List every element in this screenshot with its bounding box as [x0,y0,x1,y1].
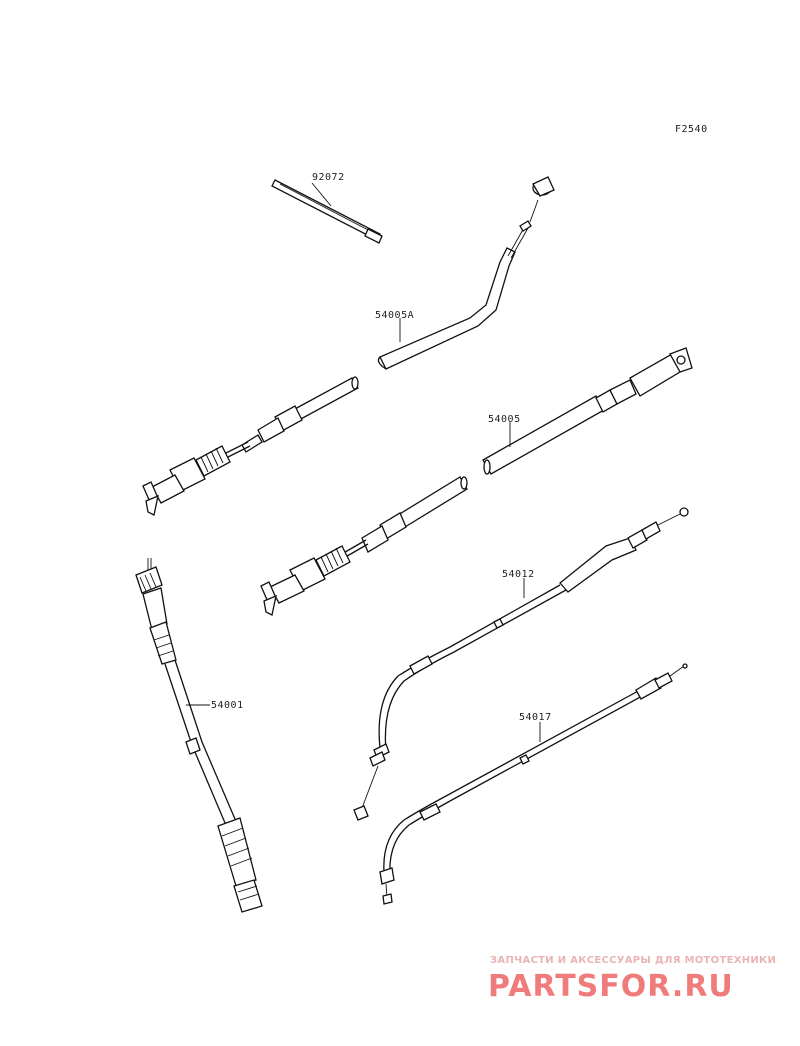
callout-54005A: 54005A [375,310,414,321]
callout-54017: 54017 [519,712,552,723]
cable-54017 [379,663,688,905]
cable-54005 [482,347,693,475]
callout-leader-92072 [311,182,332,207]
figure-code: F2540 [675,124,708,135]
callout-54012: 54012 [502,569,535,580]
cable-54005A [377,176,555,370]
cable-assembly-center [260,476,468,616]
callout-92072: 92072 [312,172,345,183]
watermark-tagline: ЗАПЧАСТИ И АКСЕССУАРЫ ДЛЯ МОТОТЕХНИКИ [490,955,776,966]
callout-54001: 54001 [211,700,244,711]
cable-assembly-left [142,376,359,516]
cable-54012 [353,507,689,821]
watermark-logo: PARTSFOR.RU [488,969,734,1004]
callout-54005: 54005 [488,414,521,425]
cable-tie-92072 [271,179,383,244]
watermark: ЗАПЧАСТИ И АКСЕССУАРЫ ДЛЯ МОТОТЕХНИКИ PA… [488,955,776,1004]
cable-54001 [135,558,263,913]
